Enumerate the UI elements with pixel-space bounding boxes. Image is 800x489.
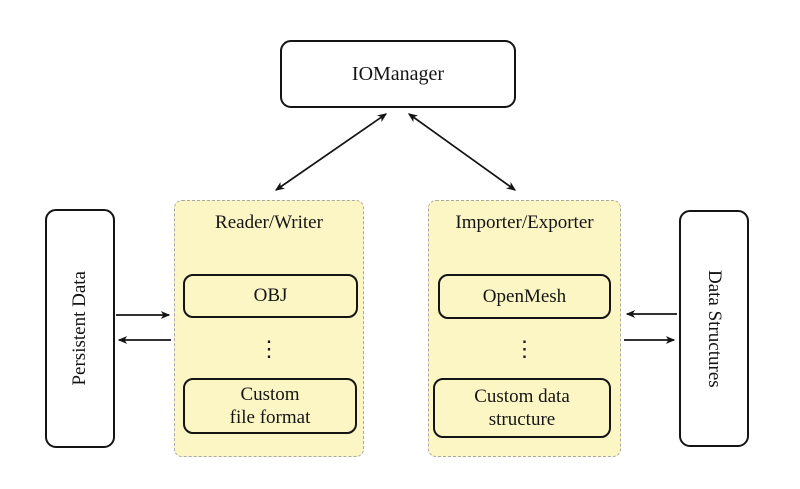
node-data-structures: Data Structures xyxy=(679,210,749,447)
arrow-iomanager-importer-exporter xyxy=(407,113,517,191)
node-obj: OBJ xyxy=(183,274,358,318)
openmesh-label: OpenMesh xyxy=(482,285,567,307)
custom-file-format-line1: Custom xyxy=(240,383,300,405)
panel-reader-writer: Reader/Writer OBJ ⋮ Custom file format xyxy=(174,200,364,457)
persistent-data-label: Persistent Data xyxy=(69,271,90,386)
iomanager-label: IOManager xyxy=(351,62,445,85)
data-structures-label: Data Structures xyxy=(704,269,725,388)
obj-label: OBJ xyxy=(253,285,288,307)
node-custom-file-format: Custom file format xyxy=(183,378,357,434)
panel-importer-exporter: Importer/Exporter OpenMesh ⋮ Custom data… xyxy=(428,200,621,457)
custom-file-format-line2: file format xyxy=(229,407,311,428)
custom-data-structure-line1: Custom data xyxy=(474,385,570,407)
arrow-iomanager-reader-writer xyxy=(274,113,388,191)
importer-exporter-ellipsis: ⋮ xyxy=(513,336,536,361)
node-persistent-data: Persistent Data xyxy=(45,209,115,448)
reader-writer-title: Reader/Writer xyxy=(215,212,323,233)
node-iomanager: IOManager xyxy=(280,40,516,108)
node-custom-data-structure: Custom data structure xyxy=(433,378,611,438)
reader-writer-ellipsis: ⋮ xyxy=(258,336,280,361)
importer-exporter-title: Importer/Exporter xyxy=(455,212,594,233)
node-openmesh: OpenMesh xyxy=(438,274,611,319)
custom-data-structure-line2: structure xyxy=(488,409,556,430)
